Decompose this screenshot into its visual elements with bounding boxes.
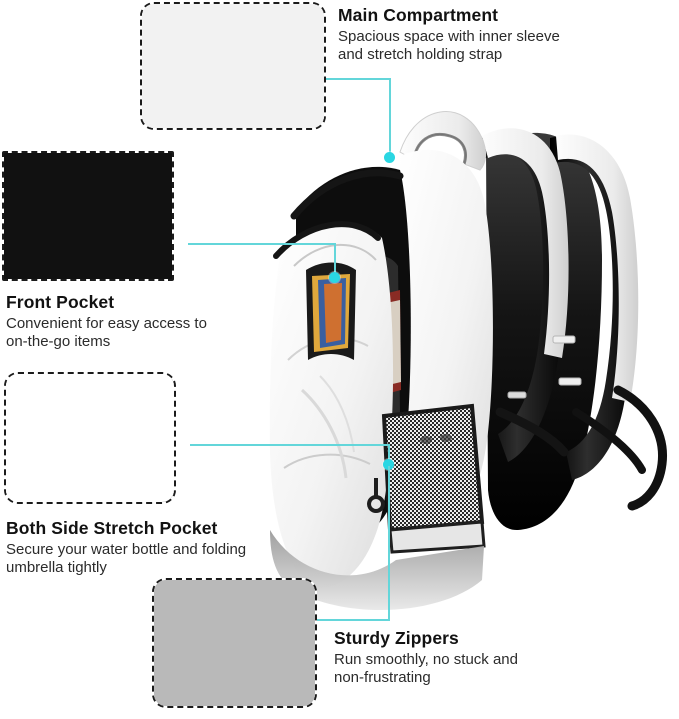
backpack-illustration	[269, 111, 667, 611]
connector-zippers-horizontal	[316, 619, 390, 621]
connector-main-compartment-vertical	[389, 78, 391, 158]
feature-text-front-pocket: Front Pocket Convenient for easy access …	[6, 292, 207, 352]
feature-desc-line2: on-the-go items	[6, 333, 111, 351]
connector-front-pocket-vertical	[334, 243, 336, 279]
connector-dot-side-pocket	[383, 459, 394, 470]
feature-desc-side-stretch-pocket: Secure your water bottle and folding umb…	[6, 541, 246, 578]
feature-desc-line2: umbrella tightly	[6, 559, 107, 577]
feature-desc-line2: non-frustrating	[334, 669, 431, 687]
connector-dot-front-pocket	[329, 272, 340, 283]
feature-title-sturdy-zippers: Sturdy Zippers	[334, 628, 459, 648]
feature-desc-main-compartment: Spacious space with inner sleeve and str…	[338, 28, 560, 65]
feature-desc-line1: Run smoothly, no stuck and	[334, 651, 518, 669]
feature-desc-line1: Spacious space with inner sleeve	[338, 28, 560, 46]
feature-text-sturdy-zippers: Sturdy Zippers Run smoothly, no stuck an…	[334, 628, 518, 688]
connector-zippers-vertical	[388, 466, 390, 621]
thumbnail-side-stretch-pocket	[4, 372, 176, 504]
feature-title-side-stretch-pocket: Both Side Stretch Pocket	[6, 518, 218, 538]
feature-desc-sturdy-zippers: Run smoothly, no stuck and non-frustrati…	[334, 651, 518, 688]
feature-text-main-compartment: Main Compartment Spacious space with inn…	[338, 5, 560, 65]
thumbnail-front-pocket	[2, 151, 174, 281]
backpack-product-image	[250, 60, 679, 660]
connector-main-compartment-horizontal	[325, 78, 391, 80]
thumbnail-main-compartment	[140, 2, 326, 130]
connector-side-pocket-horizontal	[190, 444, 390, 446]
connector-front-pocket-horizontal	[188, 243, 336, 245]
feature-title-main-compartment: Main Compartment	[338, 5, 499, 25]
feature-text-side-stretch-pocket: Both Side Stretch Pocket Secure your wat…	[6, 518, 246, 578]
feature-title-front-pocket: Front Pocket	[6, 292, 115, 312]
feature-desc-line1: Convenient for easy access to	[6, 315, 207, 333]
feature-desc-front-pocket: Convenient for easy access to on-the-go …	[6, 315, 207, 352]
thumbnail-sturdy-zippers	[152, 578, 317, 708]
feature-desc-line1: Secure your water bottle and folding	[6, 541, 247, 559]
connector-side-pocket-vertical	[388, 444, 390, 466]
feature-desc-line2: and stretch holding strap	[338, 46, 503, 64]
connector-dot-main-compartment	[384, 152, 395, 163]
